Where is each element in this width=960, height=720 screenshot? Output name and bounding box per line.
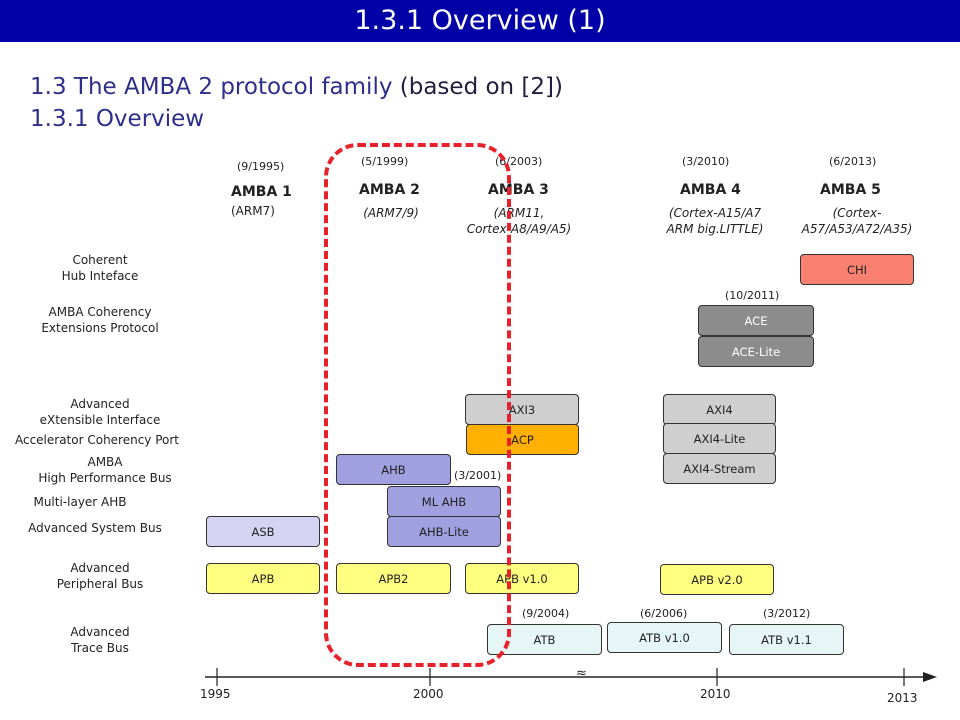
- gen-name-amba3: AMBA 3: [488, 182, 549, 198]
- gen-date-amba5: (6/2013): [829, 155, 877, 168]
- gen-name-amba2: AMBA 2: [359, 182, 420, 198]
- row-label-ace: AMBA Coherency Extensions Protocol: [41, 305, 159, 335]
- box-axi4-stream: AXI4-Stream: [663, 453, 776, 484]
- box-atb-v11: ATB v1.1: [729, 624, 844, 655]
- box-ahb: AHB: [336, 454, 451, 485]
- row-label-chi: Coherent Hub Inteface: [61, 253, 139, 283]
- year-2013: 2013: [887, 691, 918, 705]
- box-ahb-lite: AHB-Lite: [387, 516, 501, 547]
- gen-cores-amba3: (ARM11, Cortex-A8/A9/A5): [466, 206, 572, 236]
- box-apb: APB: [206, 563, 320, 594]
- box-apb2: APB2: [336, 563, 451, 594]
- row-label-asb: Advanced System Bus: [28, 521, 162, 535]
- box-axi4: AXI4: [663, 394, 776, 425]
- axis-break-mark: ≈: [576, 666, 587, 681]
- gen-cores-amba4: (Cortex-A15/A7 ARM big.LITTLE): [666, 206, 764, 236]
- date-ml-ahb: (3/2001): [454, 469, 502, 482]
- row-label-apb: Advanced Peripheral Bus: [56, 561, 144, 591]
- date-atb: (9/2004): [522, 607, 570, 620]
- date-ace: (10/2011): [725, 289, 780, 302]
- row-label-ahb: AMBA High Performance Bus: [38, 455, 172, 485]
- date-atb-v1: (6/2006): [640, 607, 688, 620]
- gen-date-amba1: (9/1995): [237, 160, 285, 173]
- slide-title: 1.3.1 Overview (1): [0, 0, 960, 42]
- heading-source-ref: (based on [2]): [399, 74, 563, 100]
- heading-amba2-family: 1.3 The AMBA 2 protocol family (based on…: [30, 74, 563, 100]
- timeline-arrowhead: [923, 672, 937, 682]
- box-chi: CHI: [800, 254, 914, 285]
- gen-cores-amba2: (ARM7/9): [363, 206, 419, 220]
- row-label-axi: Advanced eXtensible Interface: [39, 397, 161, 427]
- row-label-ml-ahb: Multi-layer AHB: [33, 495, 127, 509]
- row-label-atb: Advanced Trace Bus: [70, 625, 130, 655]
- gen-cores-amba1: (ARM7): [231, 204, 275, 218]
- box-asb: ASB: [206, 516, 320, 547]
- year-2010: 2010: [700, 687, 731, 701]
- box-ace: ACE: [698, 305, 814, 336]
- box-ace-lite: ACE-Lite: [698, 336, 814, 367]
- box-apb-v2: APB v2.0: [660, 564, 774, 595]
- amba2-highlight-outline: [324, 143, 511, 667]
- box-acp: ACP: [466, 424, 579, 455]
- gen-cores-amba5: (Cortex- A57/A53/A72/A35): [801, 206, 913, 236]
- heading-overview: 1.3.1 Overview: [30, 106, 205, 132]
- gen-date-amba4: (3/2010): [682, 155, 730, 168]
- heading-amba2-family-text: 1.3 The AMBA 2 protocol family: [30, 74, 393, 100]
- box-atb-v1: ATB v1.0: [607, 622, 722, 653]
- year-1995: 1995: [200, 687, 231, 701]
- gen-name-amba1: AMBA 1: [231, 184, 292, 200]
- year-2000: 2000: [413, 687, 444, 701]
- gen-name-amba4: AMBA 4: [680, 182, 741, 198]
- date-atb-v11: (3/2012): [763, 607, 811, 620]
- row-label-acp: Accelerator Coherency Port: [14, 433, 180, 447]
- gen-name-amba5: AMBA 5: [820, 182, 881, 198]
- gen-date-amba2: (5/1999): [361, 155, 409, 168]
